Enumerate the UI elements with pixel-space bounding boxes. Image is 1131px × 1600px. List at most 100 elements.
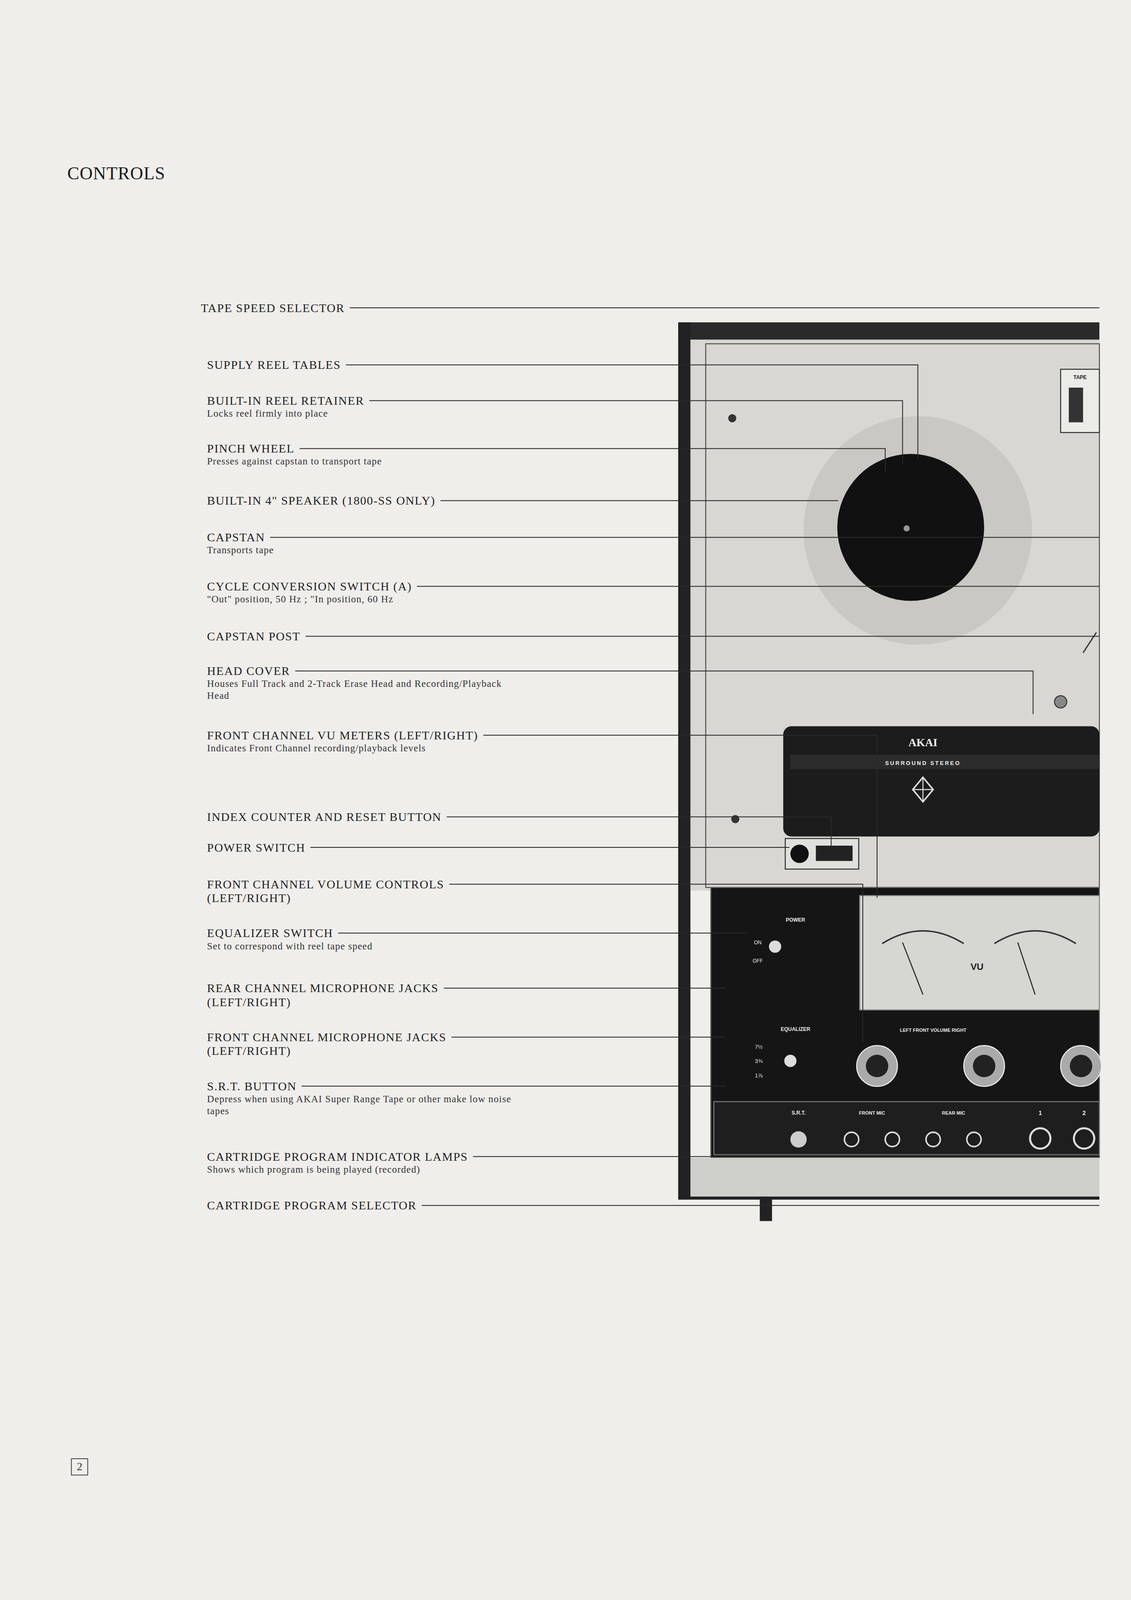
panel-label: FRONT MIC [858,1110,885,1116]
panel-label: S.R.T. [791,1109,806,1116]
panel-label: LEFT FRONT VOLUME RIGHT [900,1027,967,1033]
surround-logo [912,777,934,802]
callout-heading: CAPSTAN POST [206,629,301,644]
program-selector [1029,1128,1095,1149]
callout-heading: TAPE SPEED SELECTOR [201,301,345,315]
leader-line [310,846,790,848]
callout-description: Houses Full Track and 2-Track Erase Head… [206,677,519,702]
leader-line [301,1085,726,1087]
leader-line [472,1155,1100,1157]
panel-label: 1 [1038,1109,1042,1117]
leader-line [451,1036,727,1038]
callout: FRONT CHANNEL MICROPHONE JACKS (LEFT/RIG… [206,1030,519,1058]
panel-label: SURROUND STEREO [885,759,961,767]
callout-description: Depress when using AKAI Super Range Tape… [206,1093,519,1117]
callout-description: Shows which program is being played (rec… [206,1163,468,1176]
leader-line [421,1204,1100,1206]
callout: CAPSTAN POST [206,629,301,644]
callout: CARTRIDGE PROGRAM INDICATOR LAMPSShows w… [206,1149,468,1176]
base-strip [690,1157,1100,1199]
callout-heading: REAR CHANNEL MICROPHONE JACKS (LEFT/RIGH… [206,981,519,1009]
leader-line [440,500,839,502]
leader-line [369,400,903,464]
callout: PINCH WHEELPresses against capstan to tr… [206,441,382,468]
callout-heading: FRONT CHANNEL MICROPHONE JACKS (LEFT/RIG… [206,1030,519,1058]
screw [731,814,740,823]
meter-needle [1017,942,1036,995]
callout-heading: FRONT CHANNEL VOLUME CONTROLS (LEFT/RIGH… [206,877,519,905]
callout: TAPE SPEED SELECTOR [201,301,345,315]
control-panel [711,887,1100,1158]
leader-line [295,670,1034,715]
callout: INDEX COUNTER AND RESET BUTTON [206,810,442,824]
panel-label: 1⅞ [754,1071,763,1079]
callout-heading: S.R.T. BUTTON [206,1079,519,1094]
leader-line [416,585,1100,587]
callout: SUPPLY REEL TABLES [206,358,341,372]
panel-label: 7½ [754,1043,763,1050]
panel-label: EQUALIZER [780,1026,811,1032]
meter-scale [882,930,964,944]
callout-heading: HEAD COVER [206,664,519,678]
leader-line [443,987,727,989]
equalizer-switch [784,1054,797,1067]
callout: BUILT-IN REEL RETAINERLocks reel firmly … [206,393,365,420]
callout-description: Presses against capstan to transport tap… [206,455,382,468]
cartridge-cover [783,725,1100,837]
jack-strip [714,1101,1100,1155]
index-counter [816,845,853,861]
volume-knob [856,1045,1102,1087]
callout-description: Locks reel firmly into place [206,407,365,420]
screw [728,413,737,423]
callout: REAR CHANNEL MICROPHONE JACKS (LEFT/RIGH… [206,981,519,1009]
callout-heading: BUILT-IN REEL RETAINER [206,393,365,408]
callout: POWER SWITCH [206,840,306,855]
callout: CARTRIDGE PROGRAM SELECTOR [206,1198,417,1213]
callout-heading: CYCLE CONVERSION SWITCH (A) [206,579,412,594]
panel-label: TAPE [1073,374,1087,381]
side-frame [678,322,691,1200]
page-number-box [71,1458,88,1475]
tape-reel [837,453,985,601]
meter-scale [994,930,1076,944]
callout: CYCLE CONVERSION SWITCH (A)"Out" positio… [206,579,412,606]
power-switch [769,940,782,953]
leader-line [270,536,1100,538]
top-frame [678,322,1100,340]
meter-needle [902,942,924,995]
leader-line [299,448,886,472]
brand-logo: AKAI [908,736,938,750]
speed-knob [1068,387,1083,423]
leader-line [349,307,1100,309]
transport-panel [690,339,1100,891]
reel-spindle [903,525,910,532]
surround-logo [912,777,934,802]
callout-heading: CARTRIDGE PROGRAM INDICATOR LAMPS [206,1149,468,1164]
meter-label: VU [970,961,984,973]
panel-label: POWER [785,916,805,923]
leader-line [449,883,863,1043]
reset-button [790,844,809,863]
panel-label: REAR MIC [941,1110,965,1116]
callout-heading: POWER SWITCH [206,840,306,855]
panel-label: 3¾ [754,1057,763,1064]
callout: EQUALIZER SWITCHSet to correspond with r… [206,926,373,952]
callout-heading: EQUALIZER SWITCH [206,926,373,940]
callout-heading: CAPSTAN [206,530,275,545]
leader-line [338,932,748,934]
mic-jacks [844,1131,982,1146]
callout-heading: SUPPLY REEL TABLES [206,358,341,372]
panel-label: ON [753,939,762,946]
callout-description: "Out" position, 50 Hz ; "In position, 60… [206,593,412,606]
callout: FRONT CHANNEL VU METERS (LEFT/RIGHT)Indi… [206,728,479,755]
tape-path [1083,632,1097,653]
callout-heading: FRONT CHANNEL VU METERS (LEFT/RIGHT) [206,728,479,743]
callout: FRONT CHANNEL VOLUME CONTROLS (LEFT/RIGH… [206,877,519,905]
callout-heading: CARTRIDGE PROGRAM SELECTOR [206,1198,417,1213]
capstan-post [1054,695,1067,709]
foot [759,1198,773,1222]
callout: HEAD COVERHouses Full Track and 2-Track … [206,664,519,702]
callout-heading: INDEX COUNTER AND RESET BUTTON [206,810,442,824]
